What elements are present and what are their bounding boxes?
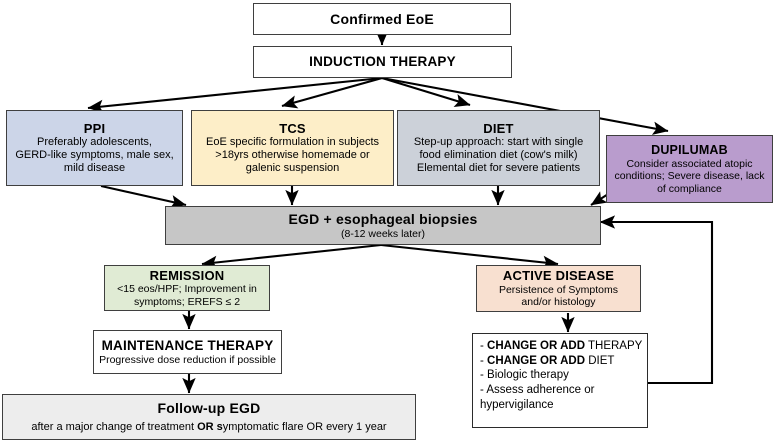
egd-biopsies-sub: (8-12 weeks later) — [340, 227, 426, 240]
node-dupilumab[interactable]: DUPILUMAB Consider associated atopic con… — [606, 135, 773, 203]
diet-title: DIET — [483, 120, 514, 136]
arrow-induction-to-diet — [381, 76, 471, 107]
active-disease-sub-line-2: and/or histology — [521, 296, 596, 309]
ppi-sub-line-2: GERD-like symptoms, male sex, — [15, 149, 174, 162]
ppi-sub-line-1: Preferably adolescents, — [37, 136, 152, 149]
node-induction-therapy[interactable]: INDUCTION THERAPY — [253, 46, 512, 78]
arrow-induction-to-ppi — [87, 76, 383, 114]
node-active-disease[interactable]: ACTIVE DISEASE Persistence of Symptoms a… — [476, 265, 641, 312]
maintenance-therapy-sub: Progressive dose reduction if possible — [99, 353, 276, 366]
followup-egd-title: Follow-up EGD — [157, 400, 261, 417]
remission-title: REMISSION — [149, 267, 225, 283]
node-egd-biopsies[interactable]: EGD + esophageal biopsies (8-12 weeks la… — [165, 206, 601, 245]
change-or-add-item-3: - Biologic therapy — [480, 369, 569, 382]
node-diet[interactable]: DIET Step-up approach: start with single… — [397, 110, 600, 186]
arrow-induction-to-tcs — [281, 76, 383, 109]
tcs-title: TCS — [279, 120, 306, 136]
tcs-sub-line-3: galenic suspension — [245, 162, 340, 175]
change-or-add-item-2: - CHANGE OR ADD DIET — [480, 354, 615, 367]
arrow-egd-to-remission — [201, 243, 382, 270]
dupilumab-sub-line-2: conditions; Severe disease, lack — [614, 170, 765, 183]
ppi-sub-line-3: mild disease — [63, 162, 126, 175]
diet-sub-line-1: Step-up approach: start with single — [413, 136, 584, 149]
ppi-title: PPI — [83, 120, 106, 136]
active-disease-sub-line-1: Persistence of Symptoms — [498, 283, 619, 296]
node-change-or-add[interactable]: - CHANGE OR ADD THERAPY - CHANGE OR ADD … — [472, 333, 648, 428]
arrow-egd-to-active-disease — [380, 243, 559, 270]
node-remission[interactable]: REMISSION <15 eos/HPF; Improvement in sy… — [104, 265, 270, 311]
node-maintenance-therapy[interactable]: MAINTENANCE THERAPY Progressive dose red… — [93, 330, 282, 374]
change-or-add-item-1: - CHANGE OR ADD THERAPY — [480, 340, 643, 352]
dupilumab-title: DUPILUMAB — [651, 143, 728, 158]
node-ppi[interactable]: PPI Preferably adolescents, GERD-like sy… — [6, 110, 183, 186]
egd-biopsies-title: EGD + esophageal biopsies — [288, 211, 478, 228]
diet-sub-line-3: Elemental diet for severe patients — [416, 162, 581, 175]
change-or-add-item-5: hypervigilance — [480, 398, 554, 411]
node-tcs[interactable]: TCS EoE specific formulation in subjects… — [191, 110, 394, 186]
diet-sub-line-2: food elimination diet (cow's milk) — [419, 149, 578, 162]
active-disease-title: ACTIVE DISEASE — [502, 268, 615, 284]
node-confirmed-eoe[interactable]: Confirmed EoE — [253, 3, 511, 35]
maintenance-therapy-title: MAINTENANCE THERAPY — [101, 337, 274, 353]
node-followup-egd[interactable]: Follow-up EGD after a major change of tr… — [2, 394, 416, 440]
tcs-sub-line-1: EoE specific formulation in subjects — [205, 136, 380, 149]
remission-sub-line-2: symptoms; EREFS ≤ 2 — [133, 295, 241, 308]
arrow-ppi-to-egd — [100, 184, 187, 209]
dupilumab-sub-line-1: Consider associated atopic — [626, 157, 753, 170]
tcs-sub-line-2: >18yrs otherwise homemade or — [215, 149, 370, 162]
confirmed-eoe-title: Confirmed EoE — [330, 10, 434, 27]
followup-egd-sub: after a major change of treatment OR sym… — [31, 420, 387, 433]
induction-therapy-title: INDUCTION THERAPY — [309, 54, 456, 70]
remission-sub-line-1: <15 eos/HPF; Improvement in — [117, 283, 257, 296]
dupilumab-sub-line-3: of compliance — [657, 182, 722, 195]
change-or-add-item-4: - Assess adherence or — [480, 384, 595, 397]
